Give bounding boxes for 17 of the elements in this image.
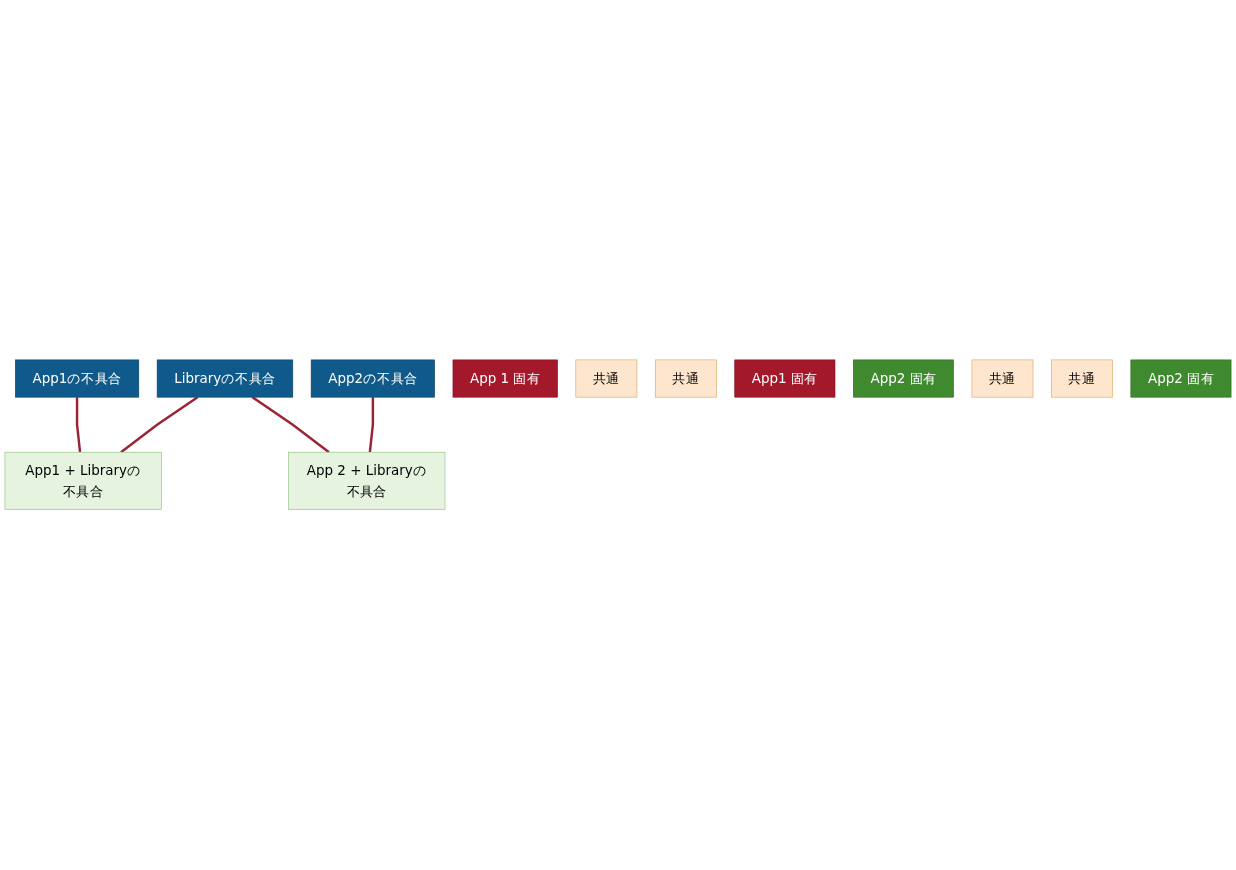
node-box: App2の不具合	[310, 359, 435, 398]
node-box: App2 固有	[853, 359, 954, 398]
node-box: App1の不具合	[15, 359, 140, 398]
node-box: 共通	[971, 359, 1034, 398]
node-box: App1 + Libraryの不具合	[4, 452, 162, 511]
node-box: 共通	[654, 359, 717, 398]
node-box: 共通	[1051, 359, 1113, 398]
connector	[368, 397, 375, 453]
node-box: App 1 固有	[452, 359, 558, 398]
node-box: 共通	[575, 359, 638, 398]
connector	[120, 396, 199, 454]
node-box: App1 固有	[734, 359, 836, 398]
node-box: Libraryの不具合	[156, 359, 294, 398]
node-box: App 2 + Libraryの不具合	[288, 452, 446, 511]
connector	[251, 396, 330, 454]
connector	[75, 397, 82, 453]
node-box: App2 固有	[1130, 359, 1232, 398]
